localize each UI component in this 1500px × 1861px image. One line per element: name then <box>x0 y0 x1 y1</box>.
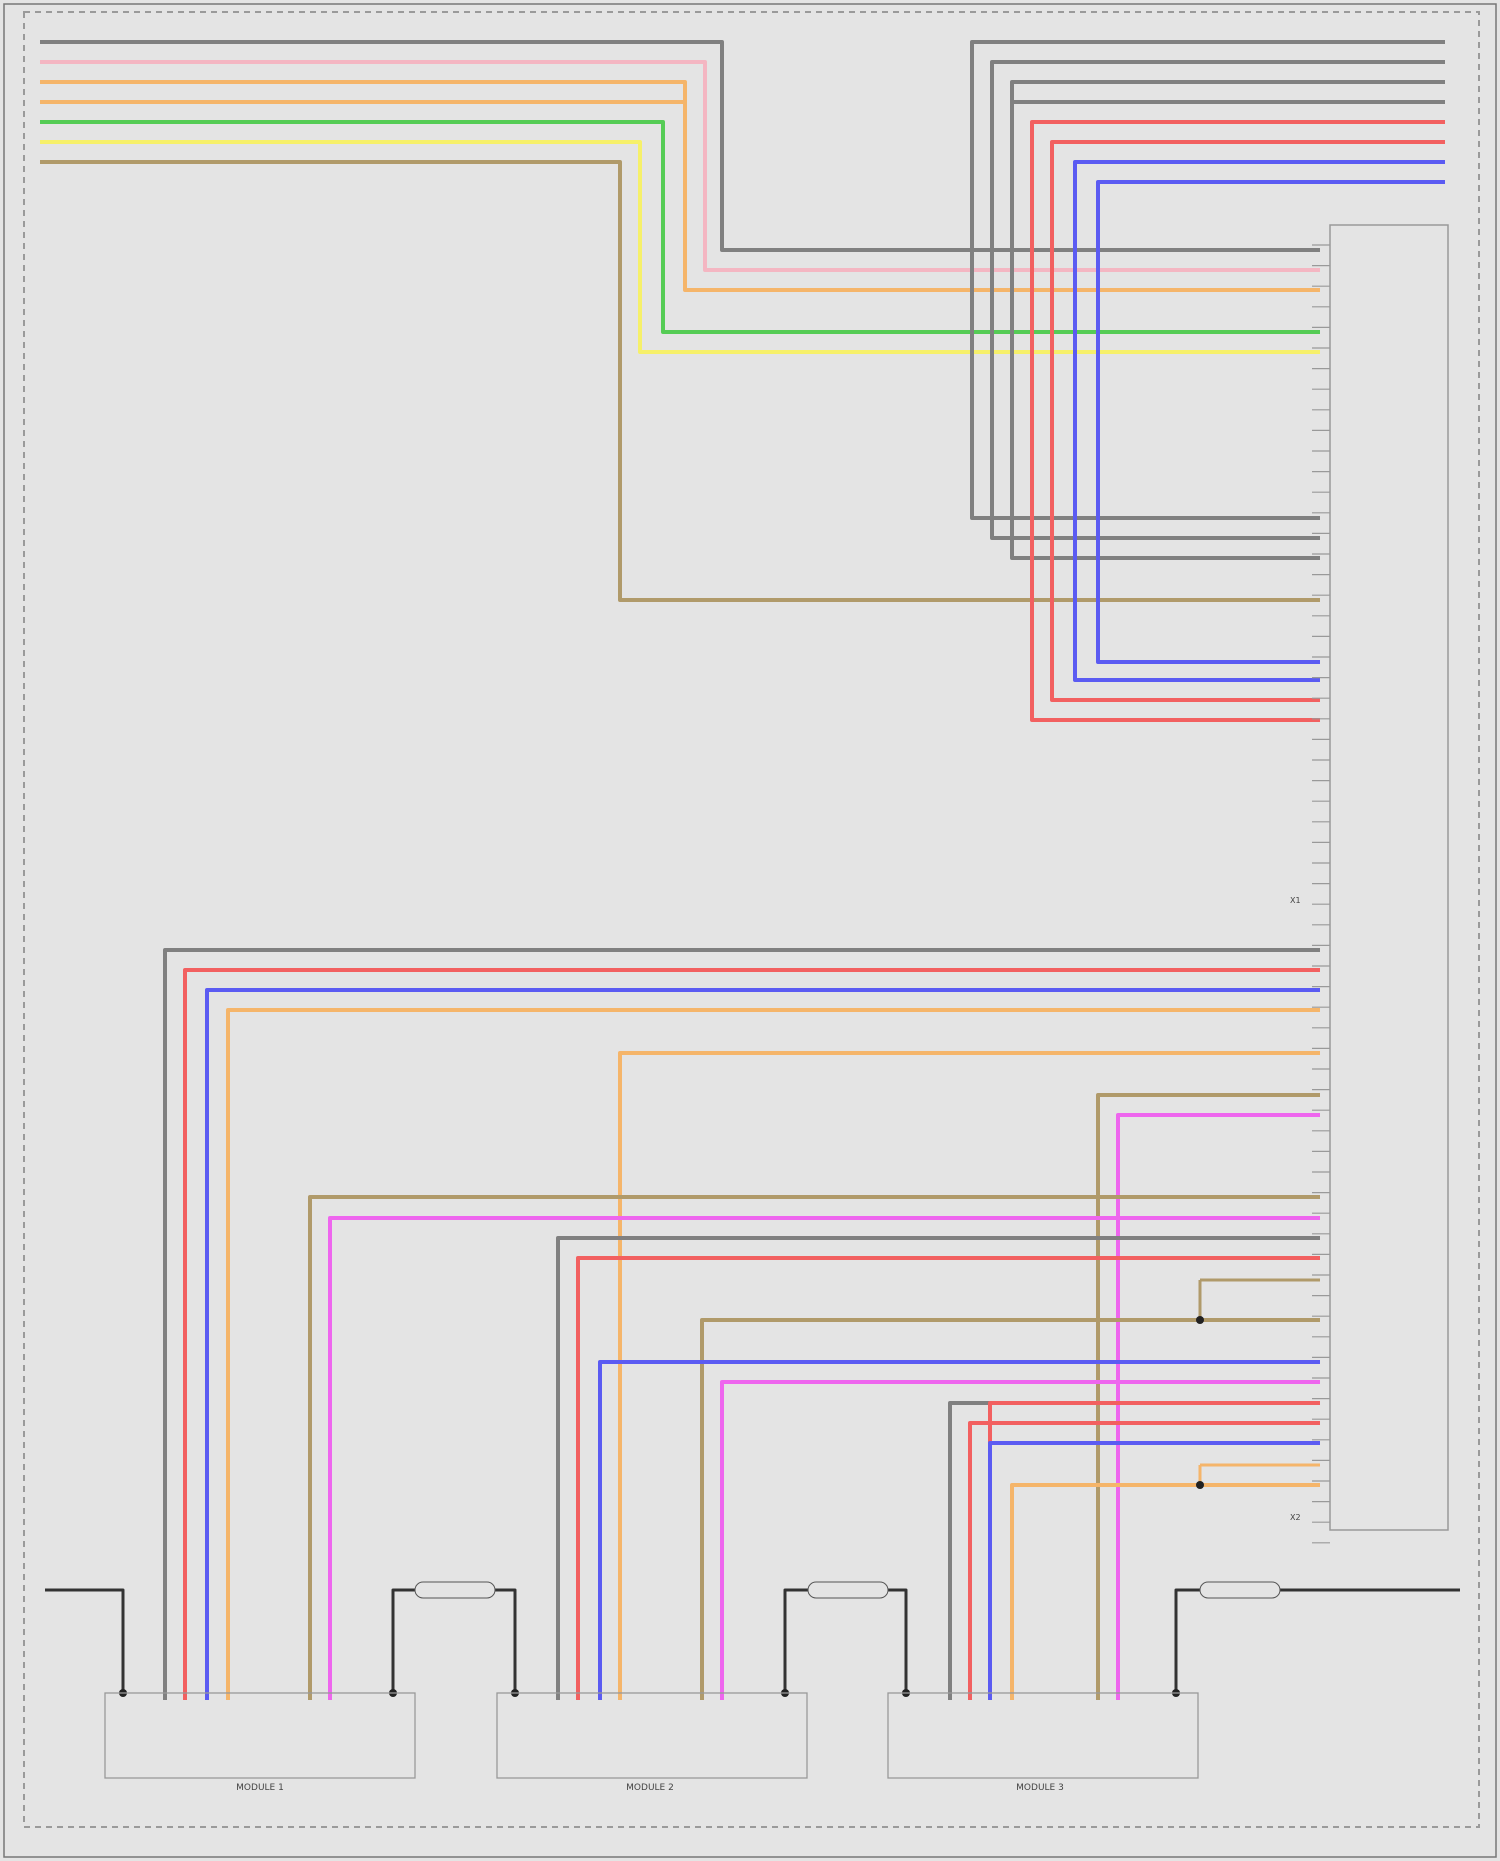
battery-module-3 <box>888 1693 1198 1778</box>
lower-wire-12 <box>600 1362 1320 1700</box>
top-right-wire-7 <box>1098 182 1445 662</box>
top-right-wire-6 <box>1075 162 1445 680</box>
module-link-1-2 <box>393 1590 515 1693</box>
module-layer <box>105 1582 1280 1778</box>
main-positive-cable <box>1176 1590 1460 1693</box>
top-right-wire-1 <box>992 62 1445 538</box>
lower-wire-7 <box>310 1197 1320 1700</box>
top-left-wire-6 <box>40 162 1320 600</box>
connector-label-x1: X1 <box>1290 896 1301 905</box>
top-left-wire-4 <box>40 122 1320 332</box>
lower-wire-0 <box>165 950 1320 1700</box>
lower-wire-13 <box>722 1382 1320 1700</box>
top-left-wire-5 <box>40 142 1320 352</box>
top-left-wire-0 <box>40 42 1320 250</box>
lower-wire-6 <box>1118 1115 1320 1700</box>
link-fuse-1 <box>415 1582 495 1598</box>
battery-module-1 <box>105 1693 415 1778</box>
lower-wire-8 <box>330 1218 1320 1700</box>
module-link-2-3 <box>785 1590 906 1693</box>
module-label-1: MODULE 1 <box>236 1783 284 1793</box>
lower-wire-17 <box>990 1443 1320 1700</box>
link-fuse-3 <box>1200 1582 1280 1598</box>
top-right-wire-0 <box>972 42 1445 518</box>
battery-module-2 <box>497 1693 807 1778</box>
link-fuse-2 <box>808 1582 888 1598</box>
lower-wire-9 <box>558 1238 1320 1700</box>
splice-wire-a <box>1200 1280 1320 1320</box>
control-module-box <box>1330 225 1448 1530</box>
main-negative-cable <box>45 1590 123 1693</box>
module-label-2: MODULE 2 <box>626 1783 674 1793</box>
lower-wire-1 <box>185 970 1320 1700</box>
wire-layer <box>40 42 1460 1700</box>
splice-wire-c <box>1200 1465 1320 1485</box>
module-label-3: MODULE 3 <box>1016 1783 1064 1793</box>
lower-wire-14 <box>950 1403 1320 1700</box>
lower-wire-5 <box>1098 1095 1320 1700</box>
diagram-frame <box>24 12 1479 1827</box>
top-left-wire-1 <box>40 62 1320 270</box>
splice-point-a <box>1196 1316 1204 1324</box>
splice-point-b <box>1196 1481 1204 1489</box>
lower-wire-16 <box>990 1403 1320 1700</box>
connector-label-x2: X2 <box>1290 1513 1301 1522</box>
top-right-wire-4 <box>1032 122 1445 720</box>
top-left-wire-2 <box>40 82 1320 290</box>
